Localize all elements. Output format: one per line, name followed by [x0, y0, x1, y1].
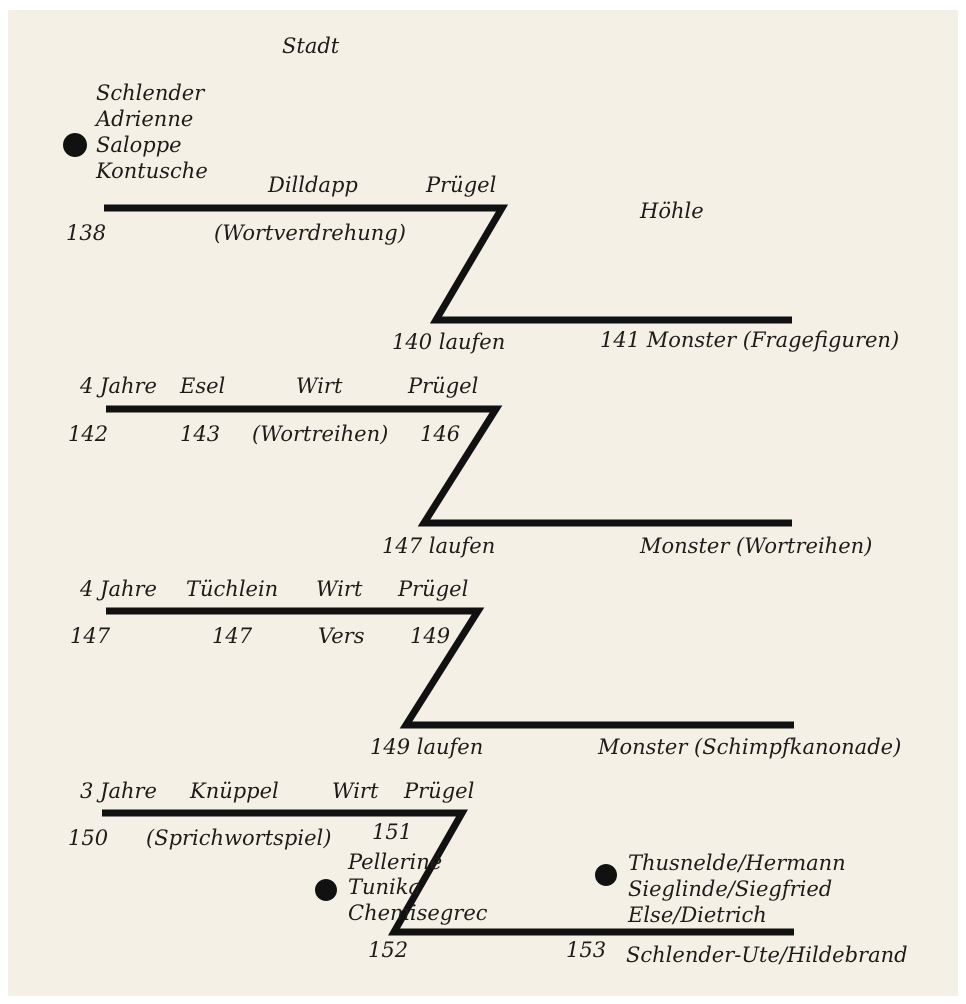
episode-2-bottom: 147 laufen [382, 534, 495, 558]
episode-2-lower: 143 [180, 422, 220, 446]
episode-2-lower: 142 [68, 422, 108, 446]
couple-item: Else/Dietrich [627, 903, 767, 927]
episode-1-bottom: 140 laufen [392, 330, 505, 354]
couple-item: Thusnelde/Hermann [628, 851, 846, 875]
episode-3-upper: Wirt [316, 577, 363, 601]
episode-3-lower: 147 [212, 624, 253, 648]
z-path-2 [106, 405, 792, 527]
episode-3-upper: Tüchlein [186, 577, 278, 601]
episode-2-lower: (Wortreihen) [252, 422, 388, 446]
episode-2-bottom: Monster (Wortreihen) [639, 534, 872, 558]
z-path-4 [102, 809, 794, 936]
clothing-item: Kontusche [95, 159, 208, 183]
episode-4-lower: (Sprichwortspiel) [146, 826, 331, 850]
episode-4-lower: 151 [372, 820, 412, 844]
episode-4-bottom: 152 [368, 938, 408, 962]
episode-1-bottom: 141 Monster (Fragefiguren) [600, 328, 899, 352]
z-path-3 [106, 607, 794, 729]
start-dot [63, 133, 87, 157]
episode-3-lower: 147 [70, 624, 111, 648]
episode-1-lower: (Wortverdrehung) [214, 221, 406, 245]
episode-4-lower: 150 [68, 826, 108, 850]
couple-item: Sieglinde/Siegfried [628, 877, 832, 901]
episode-2-upper: Prügel [407, 374, 478, 398]
episode-3-lower: Vers [318, 624, 365, 648]
label-stadt: Stadt [282, 34, 340, 58]
episode-2-upper: Esel [179, 374, 225, 398]
episode-4-upper: Wirt [332, 779, 379, 803]
episode-3-bottom: Monster (Schimpfkanonade) [597, 735, 901, 759]
episode-4-upper: Prügel [403, 779, 474, 803]
end-dot-right [595, 864, 617, 886]
clothing-item: Adrienne [94, 107, 193, 131]
label-hoehle: Höhle [639, 199, 704, 223]
end-clothing-item: Chemisegrec [348, 901, 488, 925]
episode-2-upper: Wirt [296, 374, 343, 398]
episode-4-upper: Knüppel [189, 779, 279, 803]
episode-3-lower: 149 [410, 624, 450, 648]
end-clothing-item: Tunika [348, 875, 421, 899]
episode-3-upper: 4 Jahre [79, 577, 157, 601]
episode-4-upper: 3 Jahre [80, 779, 157, 803]
end-dot-left [315, 879, 337, 901]
clothing-item: Schlender [96, 81, 206, 105]
episode-4-bottom: 153 [566, 938, 606, 962]
end-clothing-item: Pelleriné [347, 850, 442, 874]
episode-1-upper: Dilldapp [267, 173, 358, 197]
clothing-item: Saloppe [96, 133, 182, 157]
episode-3-bottom: 149 laufen [370, 735, 483, 759]
episode-2-lower: 146 [420, 422, 460, 446]
episode-1-lower: 138 [66, 221, 106, 245]
episode-3-upper: Prügel [397, 577, 468, 601]
z-path-1 [104, 204, 792, 324]
episode-4-bottom: Schlender-Ute/Hildebrand [626, 943, 908, 967]
episode-1-upper: Prügel [425, 173, 496, 197]
paper-background [8, 10, 958, 996]
episode-2-upper: 4 Jahre [79, 374, 157, 398]
